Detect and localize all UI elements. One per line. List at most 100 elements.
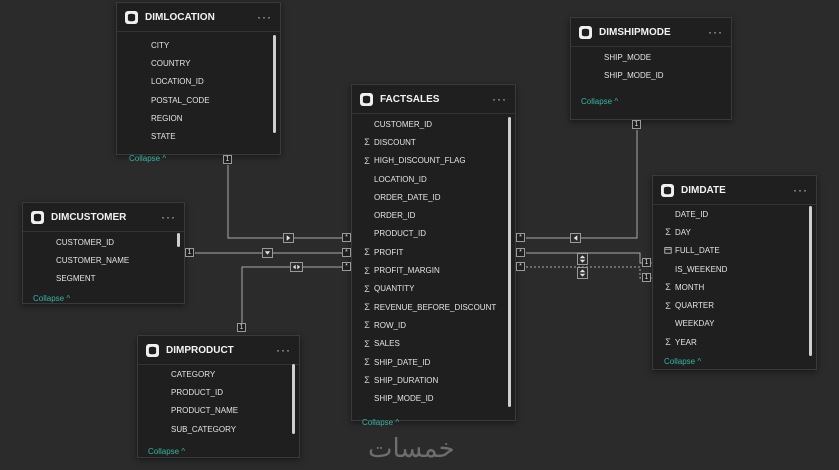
column-row[interactable]: LOCATION_ID [361, 170, 515, 188]
cardinality-many-badge: * [342, 262, 351, 271]
watermark-logo: خمسات [368, 434, 455, 464]
chevron-up-icon: ^ [614, 96, 619, 106]
column-row[interactable]: Σ DISCOUNT [361, 133, 515, 151]
column-row[interactable]: FULL_DATE [662, 242, 816, 260]
column-row[interactable]: SHIP_MODE_ID [361, 389, 515, 407]
filter-direction-both-vertical-icon[interactable] [577, 253, 588, 265]
filter-direction-both-icon[interactable] [290, 262, 303, 272]
column-name: SHIP_MODE_ID [604, 70, 664, 80]
scrollbar[interactable] [177, 233, 180, 247]
more-options-icon[interactable]: ··· [708, 25, 723, 39]
table-title: FACTSALES [380, 93, 440, 105]
chevron-up-icon: ^ [395, 417, 400, 427]
column-row[interactable]: CATEGORY [158, 365, 299, 383]
scrollbar[interactable] [292, 364, 295, 434]
column-row[interactable]: ORDER_ID [361, 206, 515, 224]
more-options-icon[interactable]: ··· [793, 183, 808, 197]
column-row[interactable]: SUB_CATEGORY [158, 420, 299, 438]
column-name: CUSTOMER_ID [56, 237, 115, 247]
filter-direction-left-icon[interactable] [570, 233, 581, 243]
table-card-dimcustomer[interactable]: DIMCUSTOMER ··· CUSTOMER_ID CUSTOMER_NAME… [22, 202, 185, 304]
column-name: HIGH_DISCOUNT_FLAG [374, 156, 466, 166]
column-row[interactable]: SHIP_MODE [591, 48, 731, 66]
column-name: QUANTITY [374, 284, 415, 294]
column-name: WEEKDAY [675, 319, 715, 329]
table-title: DIMCUSTOMER [51, 211, 127, 223]
column-row[interactable]: IS_WEEKEND [662, 260, 816, 278]
more-options-icon[interactable]: ··· [257, 10, 272, 24]
sum-icon: Σ [665, 300, 671, 311]
column-row[interactable]: DATE_ID [662, 205, 816, 223]
scrollbar[interactable] [508, 117, 511, 407]
sum-icon: Σ [364, 137, 370, 148]
column-row[interactable]: WEEKDAY [662, 315, 816, 333]
column-name: SHIP_DATE_ID [374, 357, 431, 367]
more-options-icon[interactable]: ··· [161, 210, 176, 224]
column-row[interactable]: SHIP_MODE_ID [591, 66, 731, 84]
relationship-date-factsales-inactive [526, 266, 652, 279]
column-row[interactable]: CITY [138, 36, 280, 54]
collapse-link[interactable]: Collapse ^ [33, 293, 71, 303]
column-row[interactable]: Σ MONTH [662, 278, 816, 296]
table-icon [146, 343, 159, 357]
scrollbar[interactable] [273, 35, 276, 133]
filter-direction-right-icon[interactable] [283, 233, 294, 243]
table-header: DIMCUSTOMER ··· [23, 203, 184, 232]
collapse-link[interactable]: Collapse ^ [664, 357, 702, 367]
column-row[interactable]: ORDER_DATE_ID [361, 188, 515, 206]
column-row[interactable]: CUSTOMER_NAME [43, 251, 184, 269]
column-name: CUSTOMER_ID [374, 119, 433, 129]
sum-icon: Σ [665, 282, 671, 293]
collapse-link[interactable]: Collapse ^ [362, 417, 400, 427]
column-name: STATE [151, 132, 176, 142]
column-row[interactable]: CUSTOMER_ID [43, 233, 184, 251]
column-name: SHIP_DURATION [374, 375, 439, 385]
collapse-link[interactable]: Collapse ^ [129, 153, 167, 163]
column-row[interactable]: POSTAL_CODE [138, 91, 280, 109]
collapse-link[interactable]: Collapse ^ [581, 96, 619, 106]
filter-direction-down-icon[interactable] [262, 248, 273, 258]
column-row[interactable]: PRODUCT_ID [158, 383, 299, 401]
column-row[interactable]: PRODUCT_NAME [158, 402, 299, 420]
more-options-icon[interactable]: ··· [276, 343, 291, 357]
column-name: MONTH [675, 282, 705, 292]
column-row[interactable]: REGION [138, 109, 280, 127]
column-name: DISCOUNT [374, 137, 416, 147]
filter-direction-both-vertical-icon[interactable] [577, 267, 588, 279]
cardinality-many-badge: * [342, 248, 351, 257]
table-icon [661, 183, 674, 197]
column-row[interactable]: SEGMENT [43, 270, 184, 288]
cardinality-many-badge: * [516, 248, 525, 257]
collapse-link[interactable]: Collapse ^ [148, 447, 186, 457]
column-name: ORDER_DATE_ID [374, 192, 441, 202]
sum-icon: Σ [665, 227, 671, 238]
scrollbar[interactable] [809, 206, 812, 356]
more-options-icon[interactable]: ··· [492, 92, 507, 106]
table-title: DIMDATE [681, 184, 726, 196]
column-row[interactable]: PRODUCT_ID [361, 225, 515, 243]
column-name: SEGMENT [56, 274, 96, 284]
column-row[interactable]: STATE [138, 127, 280, 145]
column-row[interactable]: COUNTRY [138, 54, 280, 72]
column-row[interactable]: LOCATION_ID [138, 73, 280, 91]
column-row[interactable]: CUSTOMER_ID [361, 115, 515, 133]
column-name: PRODUCT_ID [374, 229, 427, 239]
